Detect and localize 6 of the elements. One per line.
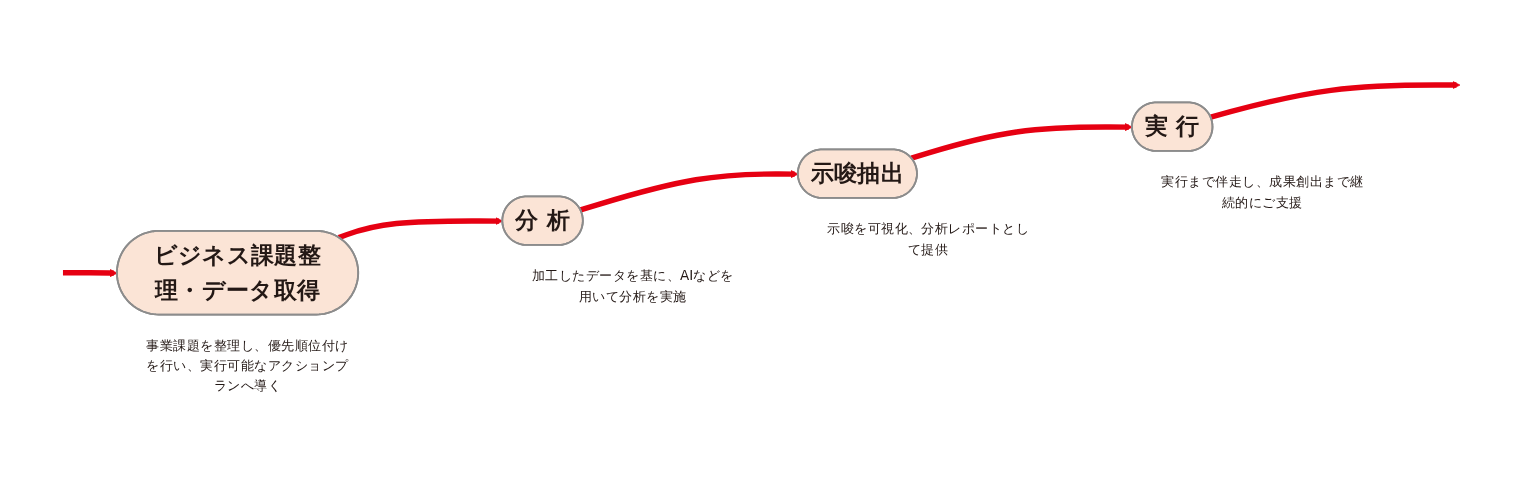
- arrow: [1210, 81, 1461, 120]
- node-label: 加工したデータを基に、AIなどを用いて分析を実施: [531, 267, 734, 304]
- node-label: 実行まで伴走し、成果創出まで継続的にご支援: [1161, 173, 1364, 210]
- node-label: 事業課題を整理し、優先順位付けを行い、実行可能なアクションプランへ導く: [146, 337, 349, 394]
- arrow: [910, 123, 1133, 161]
- node-label: 示唆を可視化、分析レポートとして提供: [827, 220, 1030, 257]
